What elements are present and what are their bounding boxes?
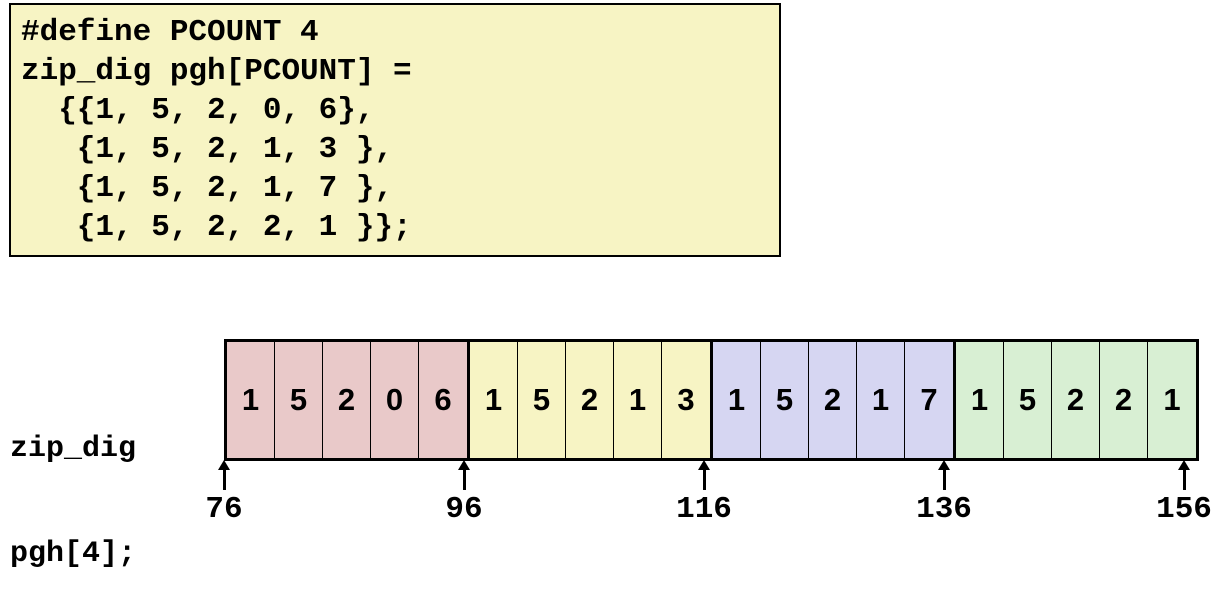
- code-line: {1, 5, 2, 2, 1 }};: [21, 210, 412, 245]
- arrow-up-icon: [458, 460, 470, 470]
- array-cell: 2: [1100, 342, 1148, 458]
- array-cell: 2: [1052, 342, 1100, 458]
- arrow-up-icon: [698, 460, 710, 470]
- array-cell: 1: [614, 342, 662, 458]
- code-line: zip_dig pgh[PCOUNT] =: [21, 54, 412, 89]
- address-label: 156: [1156, 492, 1212, 527]
- array-cell: 1: [713, 342, 761, 458]
- array-cell: 3: [677, 382, 695, 417]
- tick-stem: [1183, 468, 1186, 490]
- code-line: #define PCOUNT 4: [21, 15, 319, 50]
- array-cell: 5: [518, 342, 566, 458]
- tick-stem: [943, 468, 946, 490]
- array-cell: 1: [956, 342, 1004, 458]
- array-cell: 2: [809, 342, 857, 458]
- tick-stem: [463, 468, 466, 490]
- code-line: {1, 5, 2, 1, 7 },: [21, 171, 394, 206]
- array-cell: 1: [1163, 382, 1181, 417]
- array-cell: 5: [761, 342, 809, 458]
- tick-stem: [703, 468, 706, 490]
- address-label: 76: [205, 492, 243, 527]
- declaration-name: pgh[4];: [10, 537, 137, 571]
- declaration-type: zip_dig: [10, 432, 137, 466]
- array-cell: 1: [857, 342, 905, 458]
- address-label: 136: [916, 492, 972, 527]
- arrow-up-icon: [218, 460, 230, 470]
- array-cell: 2: [566, 342, 614, 458]
- tick-stem: [223, 468, 226, 490]
- address-label: 116: [676, 492, 732, 527]
- address-label: 96: [445, 492, 483, 527]
- code-line: {1, 5, 2, 1, 3 },: [21, 132, 394, 167]
- array-cell: 5: [275, 342, 323, 458]
- array-declaration: zip_dig pgh[4];: [10, 362, 136, 607]
- array-cell: 0: [371, 342, 419, 458]
- array-cell: 1: [227, 342, 275, 458]
- array-cell: 7: [920, 382, 938, 417]
- array-cell: 6: [434, 382, 452, 417]
- code-line: {{1, 5, 2, 0, 6},: [21, 93, 375, 128]
- array-cell: 2: [323, 342, 371, 458]
- array-cell: 1: [470, 342, 518, 458]
- array-cell: 5: [1004, 342, 1052, 458]
- code-listing: #define PCOUNT 4 zip_dig pgh[PCOUNT] = {…: [9, 3, 781, 257]
- arrow-up-icon: [1178, 460, 1190, 470]
- arrow-up-icon: [938, 460, 950, 470]
